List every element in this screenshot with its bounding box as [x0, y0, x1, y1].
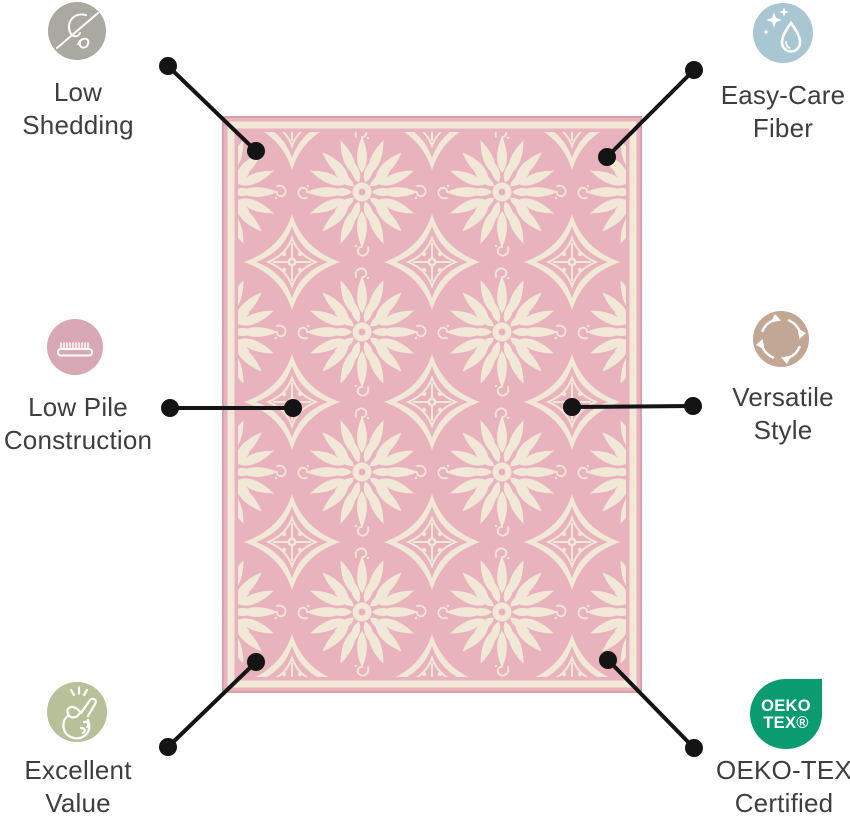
rotating-arrows-icon [753, 311, 809, 367]
low-pile-height-icon [47, 319, 103, 375]
label-line: Low Pile [28, 392, 128, 422]
feature-label-easy-care: Easy-Care Fiber [683, 79, 850, 145]
badge-line: OEKO [761, 697, 811, 715]
label-line: Certified [734, 788, 834, 816]
label-line: Excellent [24, 755, 132, 785]
no-shedding-icon [48, 2, 106, 60]
label-line: Shedding [22, 110, 134, 140]
label-line: Fiber [752, 113, 814, 143]
label-line: Easy-Care [720, 80, 846, 110]
rug-image [222, 116, 642, 693]
feature-label-low-shedding: Low Shedding [0, 76, 178, 142]
label-line: Value [45, 788, 111, 816]
feature-label-oeko-tex: OEKO-TEX Certified [684, 754, 850, 816]
label-line: Low [53, 77, 103, 107]
feature-label-low-pile: Low Pile Construction [0, 391, 178, 457]
finger-snap-icon [47, 682, 107, 742]
label-line: Style [753, 415, 813, 445]
label-line: Construction [3, 425, 153, 455]
oeko-tex-badge: OEKO TEX® [750, 679, 822, 749]
label-line: OEKO-TEX [716, 755, 850, 785]
feature-label-versatile: Versatile Style [683, 381, 850, 447]
label-line: Versatile [732, 382, 834, 412]
badge-line: TEX® [763, 714, 809, 732]
feature-label-excellent-value: Excellent Value [0, 754, 178, 816]
water-drop-sparkles-icon [753, 3, 813, 63]
rug-pattern-graphic [222, 116, 642, 693]
